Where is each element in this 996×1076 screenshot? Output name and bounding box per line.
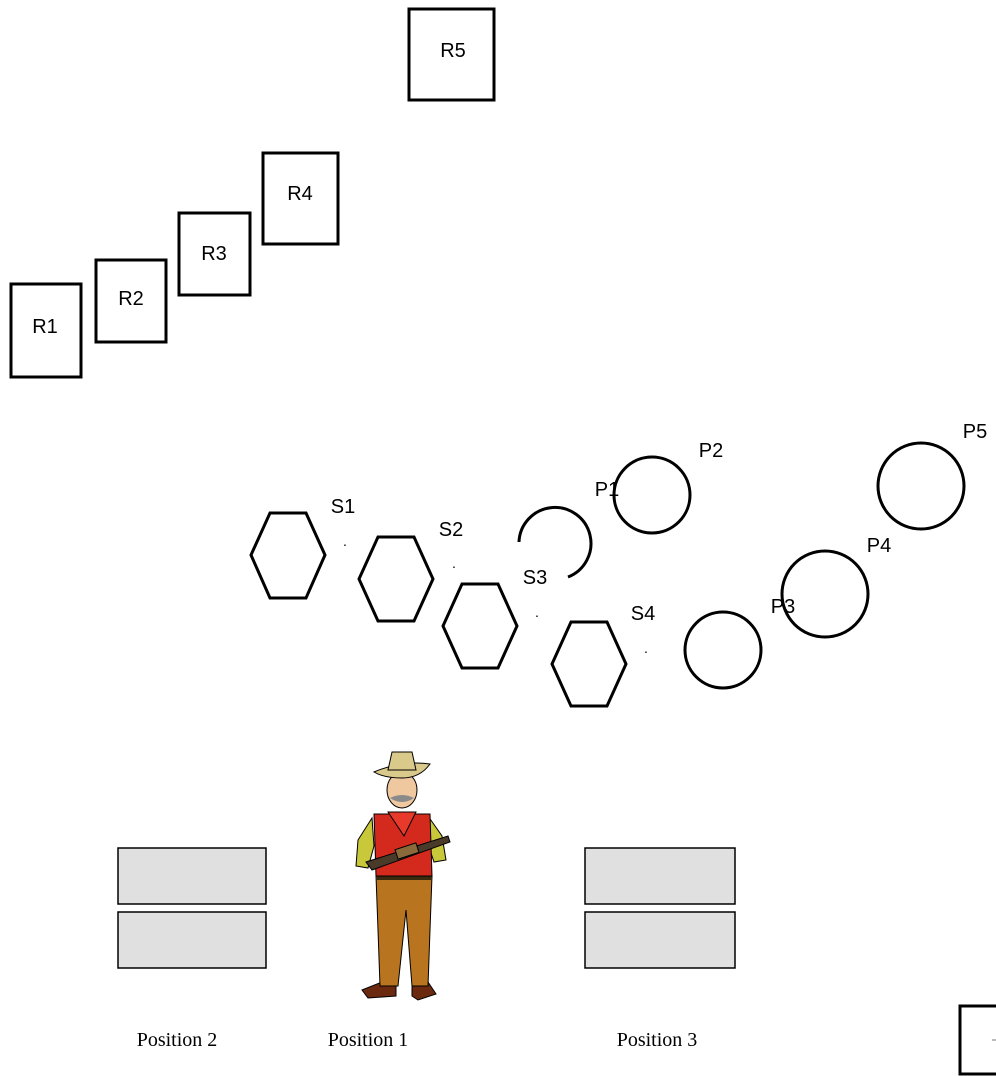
target-r2-label: R2 — [118, 288, 144, 310]
target-r3: R3 — [179, 213, 250, 295]
stand-s3: S3 . — [443, 567, 547, 668]
stand-s1: S1 . — [251, 496, 355, 598]
stand-s3-label: S3 — [523, 567, 547, 589]
popper-p3: P3 — [685, 596, 795, 688]
target-r1-label: R1 — [32, 316, 58, 338]
stand-s2-marker: . — [452, 555, 456, 571]
stand-s2: S2 . — [359, 519, 463, 621]
target-r5-label: R5 — [440, 40, 466, 62]
barrier-left — [118, 848, 266, 968]
stand-s4-label: S4 — [631, 603, 655, 625]
position-1-label: Position 1 — [328, 1029, 409, 1051]
popper-p2-label: P2 — [699, 440, 723, 462]
target-r4-label: R4 — [287, 183, 313, 205]
position-2-label: Position 2 — [137, 1029, 218, 1051]
stand-s1-label: S1 — [331, 496, 355, 518]
barrier-right — [585, 848, 735, 968]
target-r1: R1 — [11, 284, 81, 377]
target-r3-label: R3 — [201, 243, 227, 265]
stand-s3-marker: . — [535, 604, 539, 620]
edge-box — [960, 1006, 996, 1074]
target-r2: R2 — [96, 260, 166, 342]
position-3-label: Position 3 — [617, 1029, 698, 1051]
stand-s4-marker: . — [644, 640, 648, 656]
stand-s4: S4 . — [552, 603, 655, 706]
stand-s1-marker: . — [343, 533, 347, 549]
target-r5: R5 — [409, 9, 494, 100]
popper-p4-label: P4 — [867, 535, 891, 557]
stand-s2-label: S2 — [439, 519, 463, 541]
cowboy-shooter-icon — [356, 752, 450, 1000]
popper-p5: P5 — [878, 421, 987, 529]
target-r4: R4 — [263, 153, 338, 244]
popper-p5-label: P5 — [963, 421, 987, 443]
popper-p2: P2 — [614, 440, 723, 533]
popper-p1: P1 — [519, 479, 619, 577]
popper-p4: P4 — [782, 535, 891, 637]
